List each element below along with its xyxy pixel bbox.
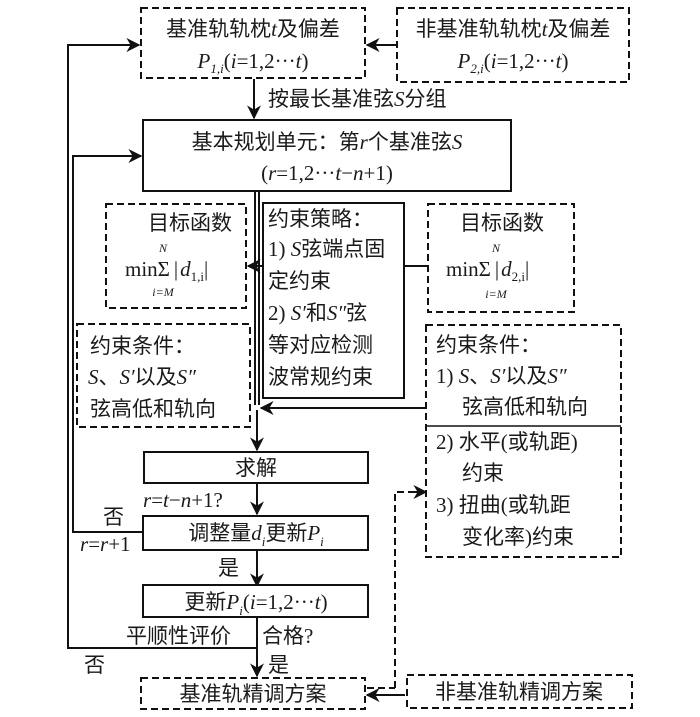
svg-text:2) S′和S″弦: 2) S′和S″弦 [268,301,367,325]
adjust-update-label: 调整量di更新Pi [188,521,324,549]
yes-label-plan: 是 [268,653,289,677]
node-constraints-left: 约束条件： S、S′以及S″ 弦高低和轨向 [76,323,251,428]
node-ref-rail-input: 基准轨轨枕t及偏差 P1,i(i=1,2···t) [140,7,366,79]
node-update-all: 更新Pi(i=1,2···t) [142,584,369,618]
node-ref-rail-plan: 基准轨精调方案 [140,677,366,710]
node-adjust-update: 调整量di更新Pi [142,515,369,551]
node-constraints-right: 约束条件： 1) S、S′以及S″ 弦高低和轨向 2) 水平(或轨距) 约束 3… [425,324,622,558]
objective-left-formula: minΣ|d1,i| [125,257,208,284]
no-label-loop: 否 [103,505,124,529]
svg-text:约束条件：: 约束条件： [436,333,541,357]
yes-label-update: 是 [218,556,239,580]
nonref-rail-input-line1: 非基准轨轨枕t及偏差 [416,17,611,41]
connectors [67,38,428,702]
arrow-feedback-to-input [67,38,258,649]
node-objective-left: 目标函数 N minΣ|d1,i| i=M [105,203,247,309]
svg-text:波常规约束: 波常规约束 [268,365,373,389]
group-by-longest-chord-label: 按最长基准弦S分组 [268,87,447,111]
objective-left-lower-limit: i=M [152,285,174,299]
svg-text:2) 水平(或轨距): 2) 水平(或轨距) [436,430,578,454]
objective-left-title: 目标函数 [148,211,232,235]
node-planning-unit: 基本规划单元：第r个基准弦S (r=1,2···t−n+1) [142,119,512,192]
svg-text:1) S弦端点固: 1) S弦端点固 [268,237,385,261]
objective-right-title: 目标函数 [460,211,544,235]
node-nonref-rail-input: 非基准轨轨枕t及偏差 P2,i(i=1,2···t) [396,7,630,83]
qualified-question-label: 合格? [262,624,313,648]
ref-rail-input-line2: P1,i(i=1,2···t) [197,49,309,76]
svg-text:3) 扭曲(或轨距: 3) 扭曲(或轨距 [436,493,571,517]
increment-r-label: r=r+1 [80,532,131,556]
svg-text:约束策略：: 约束策略： [268,207,373,231]
svg-text:变化率)约束: 变化率)约束 [462,525,574,549]
arrow-increment-to-planning [72,149,143,533]
arrow-nonref-plan-to-constraints [394,491,424,688]
nonref-rail-plan-label: 非基准轨精调方案 [435,680,603,704]
svg-text:弦高低和轨向: 弦高低和轨向 [90,397,216,421]
condition-r-label: r=t−n+1? [143,488,223,512]
ref-rail-input-line1: 基准轨轨枕t及偏差 [166,17,340,41]
nonref-rail-input-line2: P2,i(i=1,2···t) [457,49,569,76]
svg-text:约束: 约束 [462,461,504,485]
svg-text:S、S′以及S″: S、S′以及S″ [88,365,196,389]
no-label-feedback: 否 [84,653,105,677]
update-all-label: 更新Pi(i=1,2···t) [184,590,327,618]
node-nonref-rail-plan: 非基准轨精调方案 [406,674,633,709]
objective-right-upper-limit: N [491,241,501,255]
objective-left-upper-limit: N [158,241,168,255]
strategy-lines: 约束策略： 1) S弦端点固 定约束 2) S′和S″弦 等对应检测 波常规约束 [268,207,385,389]
svg-text:弦高低和轨向: 弦高低和轨向 [462,395,588,419]
smoothness-eval-label: 平顺性评价 [126,624,231,648]
svg-text:约束条件：: 约束条件： [90,334,195,358]
node-solve: 求解 [143,451,369,484]
planning-unit-line2: (r=1,2···t−n+1) [261,161,393,185]
objective-right-formula: minΣ|d2,i| [446,257,529,284]
objective-right-lower-limit: i=M [485,287,507,301]
svg-text:1) S、S′以及S″: 1) S、S′以及S″ [436,364,567,388]
solve-label: 求解 [235,456,277,480]
node-objective-right: 目标函数 N minΣ|d2,i| i=M [427,203,575,313]
svg-text:定约束: 定约束 [268,269,331,293]
node-constraint-strategy: 约束策略： 1) S弦端点固 定约束 2) S′和S″弦 等对应检测 波常规约束 [262,202,405,399]
ref-rail-plan-label: 基准轨精调方案 [180,682,327,706]
planning-unit-line1: 基本规划单元：第r个基准弦S [192,130,463,154]
svg-text:等对应检测: 等对应检测 [268,333,373,357]
